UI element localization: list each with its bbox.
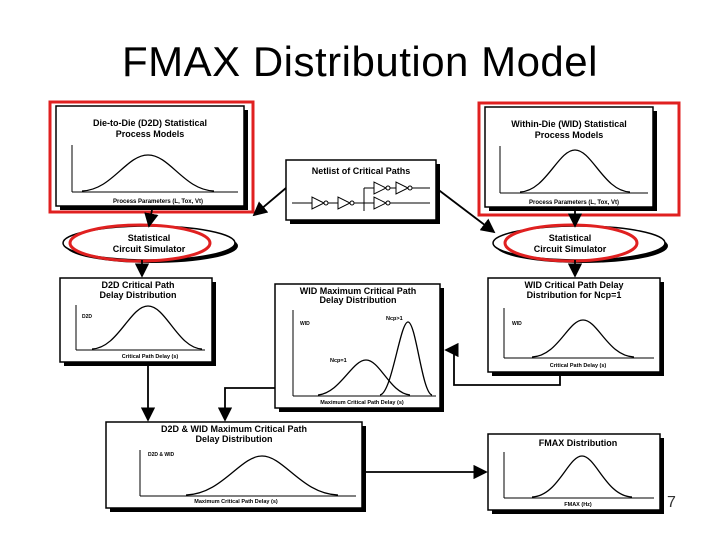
arrow-wid-path-to-wid-max: [444, 342, 561, 386]
d2d-models-title-line2: Process Models: [116, 129, 185, 139]
combined-curve-label: D2D & WID: [148, 452, 175, 458]
wid-max-curve-label: WID: [300, 321, 310, 327]
slide-title: FMAX Distribution Model: [122, 38, 598, 85]
wid-max-distribution-box: WID Maximum Critical Path Delay Distribu…: [274, 283, 444, 412]
combined-title-line1: D2D & WID Maximum Critical Path: [161, 424, 307, 434]
d2d-delay-curve: [91, 305, 203, 350]
wid-models-title-line1: Within-Die (WID) Statistical: [511, 119, 626, 129]
simulator-right-line1: Statistical: [549, 233, 592, 243]
fmax-axis-label: FMAX (Hz): [564, 502, 592, 508]
simulator-left-line1: Statistical: [128, 233, 171, 243]
combined-distribution-box: D2D & WID Maximum Critical Path Delay Di…: [105, 421, 366, 512]
wid-path-axis-label: Critical Path Delay (s): [550, 363, 607, 369]
d2d-delay-distribution-box: D2D Critical Path Delay Distribution D2D…: [59, 277, 216, 366]
wid-path-title-line2: Distribution for Ncp=1: [527, 290, 622, 300]
wid-path-title-line1: WID Critical Path Delay: [524, 280, 623, 290]
wid-models-title-line2: Process Models: [535, 130, 604, 140]
combined-curve: [185, 455, 339, 496]
d2d-models-axis-label: Process Parameters (L, Tox, Vt): [113, 199, 203, 205]
wid-max-axis-label: Maximum Critical Path Delay (s): [320, 400, 404, 406]
flow-arrows: [134, 187, 583, 480]
simulator-left-highlight: [68, 223, 212, 263]
wid-max-label-ncp-one: Ncp=1: [330, 358, 347, 364]
netlist-title: Netlist of Critical Paths: [312, 166, 411, 176]
wid-path-distribution-box: WID Critical Path Delay Distribution for…: [487, 277, 664, 376]
netlist-box: Netlist of Critical Paths: [285, 159, 440, 224]
wid-process-models-box: Within-Die (WID) Statistical Process Mod…: [484, 106, 657, 211]
combined-title-line2: Delay Distribution: [195, 434, 272, 444]
wid-path-curve-label: WID: [512, 321, 522, 327]
d2d-models-curve: [81, 154, 215, 192]
wid-max-label-ncp-large: Ncp>1: [386, 316, 403, 322]
fmax-distribution-box: FMAX Distribution FMAX (Hz): [487, 433, 664, 514]
d2d-models-title-line1: Die-to-Die (D2D) Statistical: [93, 118, 207, 128]
wid-max-curve-ncp-large: [379, 321, 433, 396]
wid-max-title-line2: Delay Distribution: [319, 295, 396, 305]
simulator-right-line2: Circuit Simulator: [534, 244, 607, 254]
arrow-netlist-to-simulator-right: [435, 187, 496, 234]
simulator-right: Statistical Circuit Simulator: [492, 225, 668, 263]
d2d-process-models-box: Die-to-Die (D2D) Statistical Process Mod…: [55, 105, 248, 210]
d2d-delay-curve-label: D2D: [82, 314, 92, 320]
wid-max-curve-ncp-one: [317, 359, 411, 396]
critical-path-gates: [292, 181, 430, 211]
wid-path-curve: [531, 319, 635, 358]
fmax-curve: [531, 455, 633, 498]
combined-axis-label: Maximum Critical Path Delay (s): [194, 499, 278, 505]
d2d-delay-axis-label: Critical Path Delay (s): [122, 354, 179, 360]
page-number: 7: [667, 494, 676, 511]
fmax-title: FMAX Distribution: [539, 438, 618, 448]
arrow-d2d-models-to-simulator: [144, 209, 159, 228]
d2d-delay-title-line2: Delay Distribution: [99, 290, 176, 300]
wid-max-title-line1: WID Maximum Critical Path: [300, 286, 417, 296]
arrow-wid-max-to-combined: [217, 387, 275, 422]
simulator-left-line2: Circuit Simulator: [113, 244, 186, 254]
wid-models-axis-label: Process Parameters (L, Tox, Vt): [529, 200, 619, 206]
wid-models-curve: [519, 149, 631, 193]
d2d-delay-title-line1: D2D Critical Path: [101, 280, 174, 290]
arrow-netlist-to-simulator-left: [252, 187, 287, 217]
